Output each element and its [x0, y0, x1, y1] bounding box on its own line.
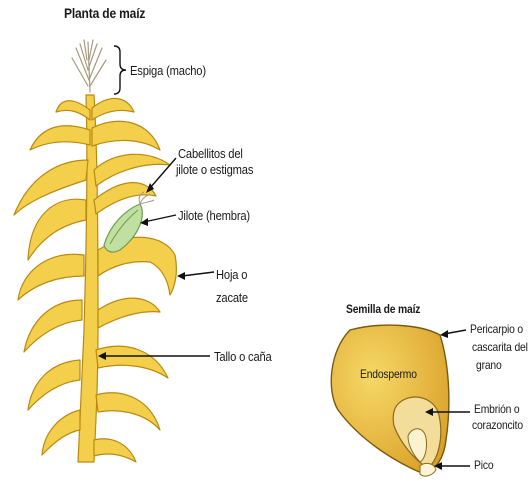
stalk	[78, 95, 98, 462]
label-cabellitos-2: jilote o estigmas	[176, 162, 253, 177]
espiga-brace	[114, 46, 126, 94]
label-pericarpio-2: cascarita del	[472, 340, 528, 355]
label-embrion-1: Embrión o	[474, 402, 519, 417]
label-hoja-2: zacate	[216, 290, 248, 305]
label-jilote: Jilote (hembra)	[178, 208, 250, 223]
hoja-arrow	[182, 272, 214, 276]
tassel	[72, 40, 106, 92]
seed-title: Semilla de maíz	[346, 302, 420, 317]
seed	[331, 325, 449, 476]
jilote-arrow	[144, 215, 176, 222]
label-embrion-2: corazoncito	[472, 418, 523, 433]
label-cabellitos-1: Cabellitos del	[178, 146, 243, 161]
tip	[420, 463, 436, 476]
plant	[14, 95, 176, 462]
label-hoja-1: Hoja o	[216, 267, 247, 282]
label-endospermo: Endospermo	[360, 367, 417, 382]
label-espiga: Espiga (macho)	[130, 63, 206, 78]
label-pericarpio-1: Pericarpio o	[470, 322, 523, 337]
label-pericarpio-3: grano	[476, 358, 502, 373]
plant-title: Planta de maíz	[64, 6, 145, 21]
label-pico: Pico	[474, 458, 493, 473]
label-tallo: Tallo o caña	[214, 349, 272, 364]
